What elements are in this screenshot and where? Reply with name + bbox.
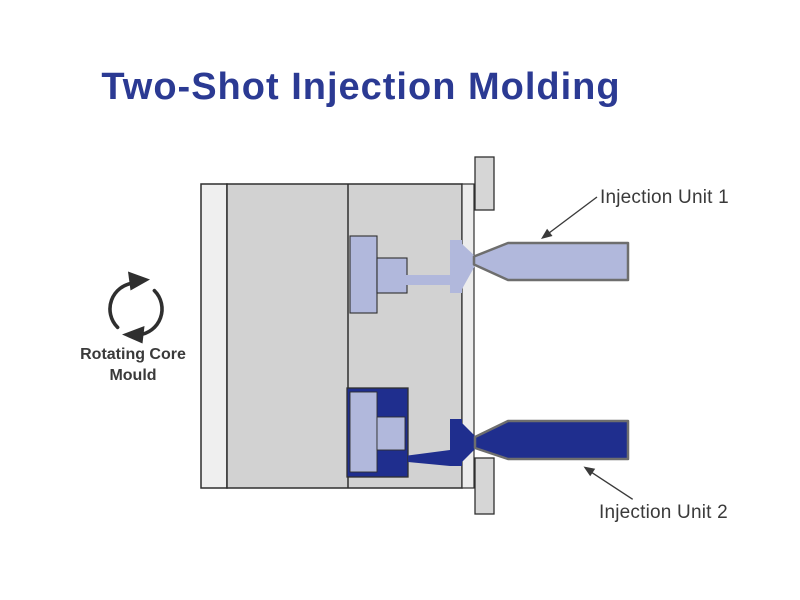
injection-unit1-barrel — [472, 241, 630, 282]
part-shot2-inset-mid — [376, 416, 406, 451]
unit2-arrow-line — [591, 471, 634, 500]
injection-unit2-label: Injection Unit 2 — [599, 502, 728, 523]
mold-main-block — [226, 183, 463, 489]
unit1-annotation-arrow — [541, 196, 598, 239]
part-shot2-inset-left — [349, 391, 378, 473]
part-shot1-boss — [376, 257, 408, 294]
rotating-core-label-line2: Mould — [109, 367, 157, 384]
part-shot1-body — [349, 235, 378, 314]
sprue-shot2 — [450, 419, 476, 466]
mold-left-plate — [200, 183, 228, 489]
rotation-arrows-icon — [108, 271, 164, 344]
injection-unit1-label: Injection Unit 1 — [600, 187, 729, 208]
rotation-arrowhead-top — [128, 271, 150, 291]
platen-tab-bottom — [474, 457, 495, 515]
runner-shot2 — [408, 450, 450, 466]
runner-shot1 — [406, 275, 451, 285]
unit2-annotation-arrow — [583, 466, 634, 500]
unit1-arrow-line — [548, 196, 598, 234]
rotating-core-label-line1: Rotating Core — [80, 346, 186, 363]
rotation-arc-left — [108, 281, 136, 330]
rotation-arc-right — [136, 288, 164, 337]
unit2-arrowhead — [583, 466, 596, 477]
sprue-shot1 — [450, 240, 476, 293]
rotation-arrowhead-bottom — [122, 326, 145, 344]
page-title: Two-Shot Injection Molding — [101, 66, 621, 108]
rotating-core-mould-label: Rotating Core Mould — [53, 344, 213, 386]
platen-tab-top — [474, 156, 495, 211]
unit1-arrowhead — [541, 228, 553, 239]
injection-unit2-barrel — [473, 419, 630, 461]
